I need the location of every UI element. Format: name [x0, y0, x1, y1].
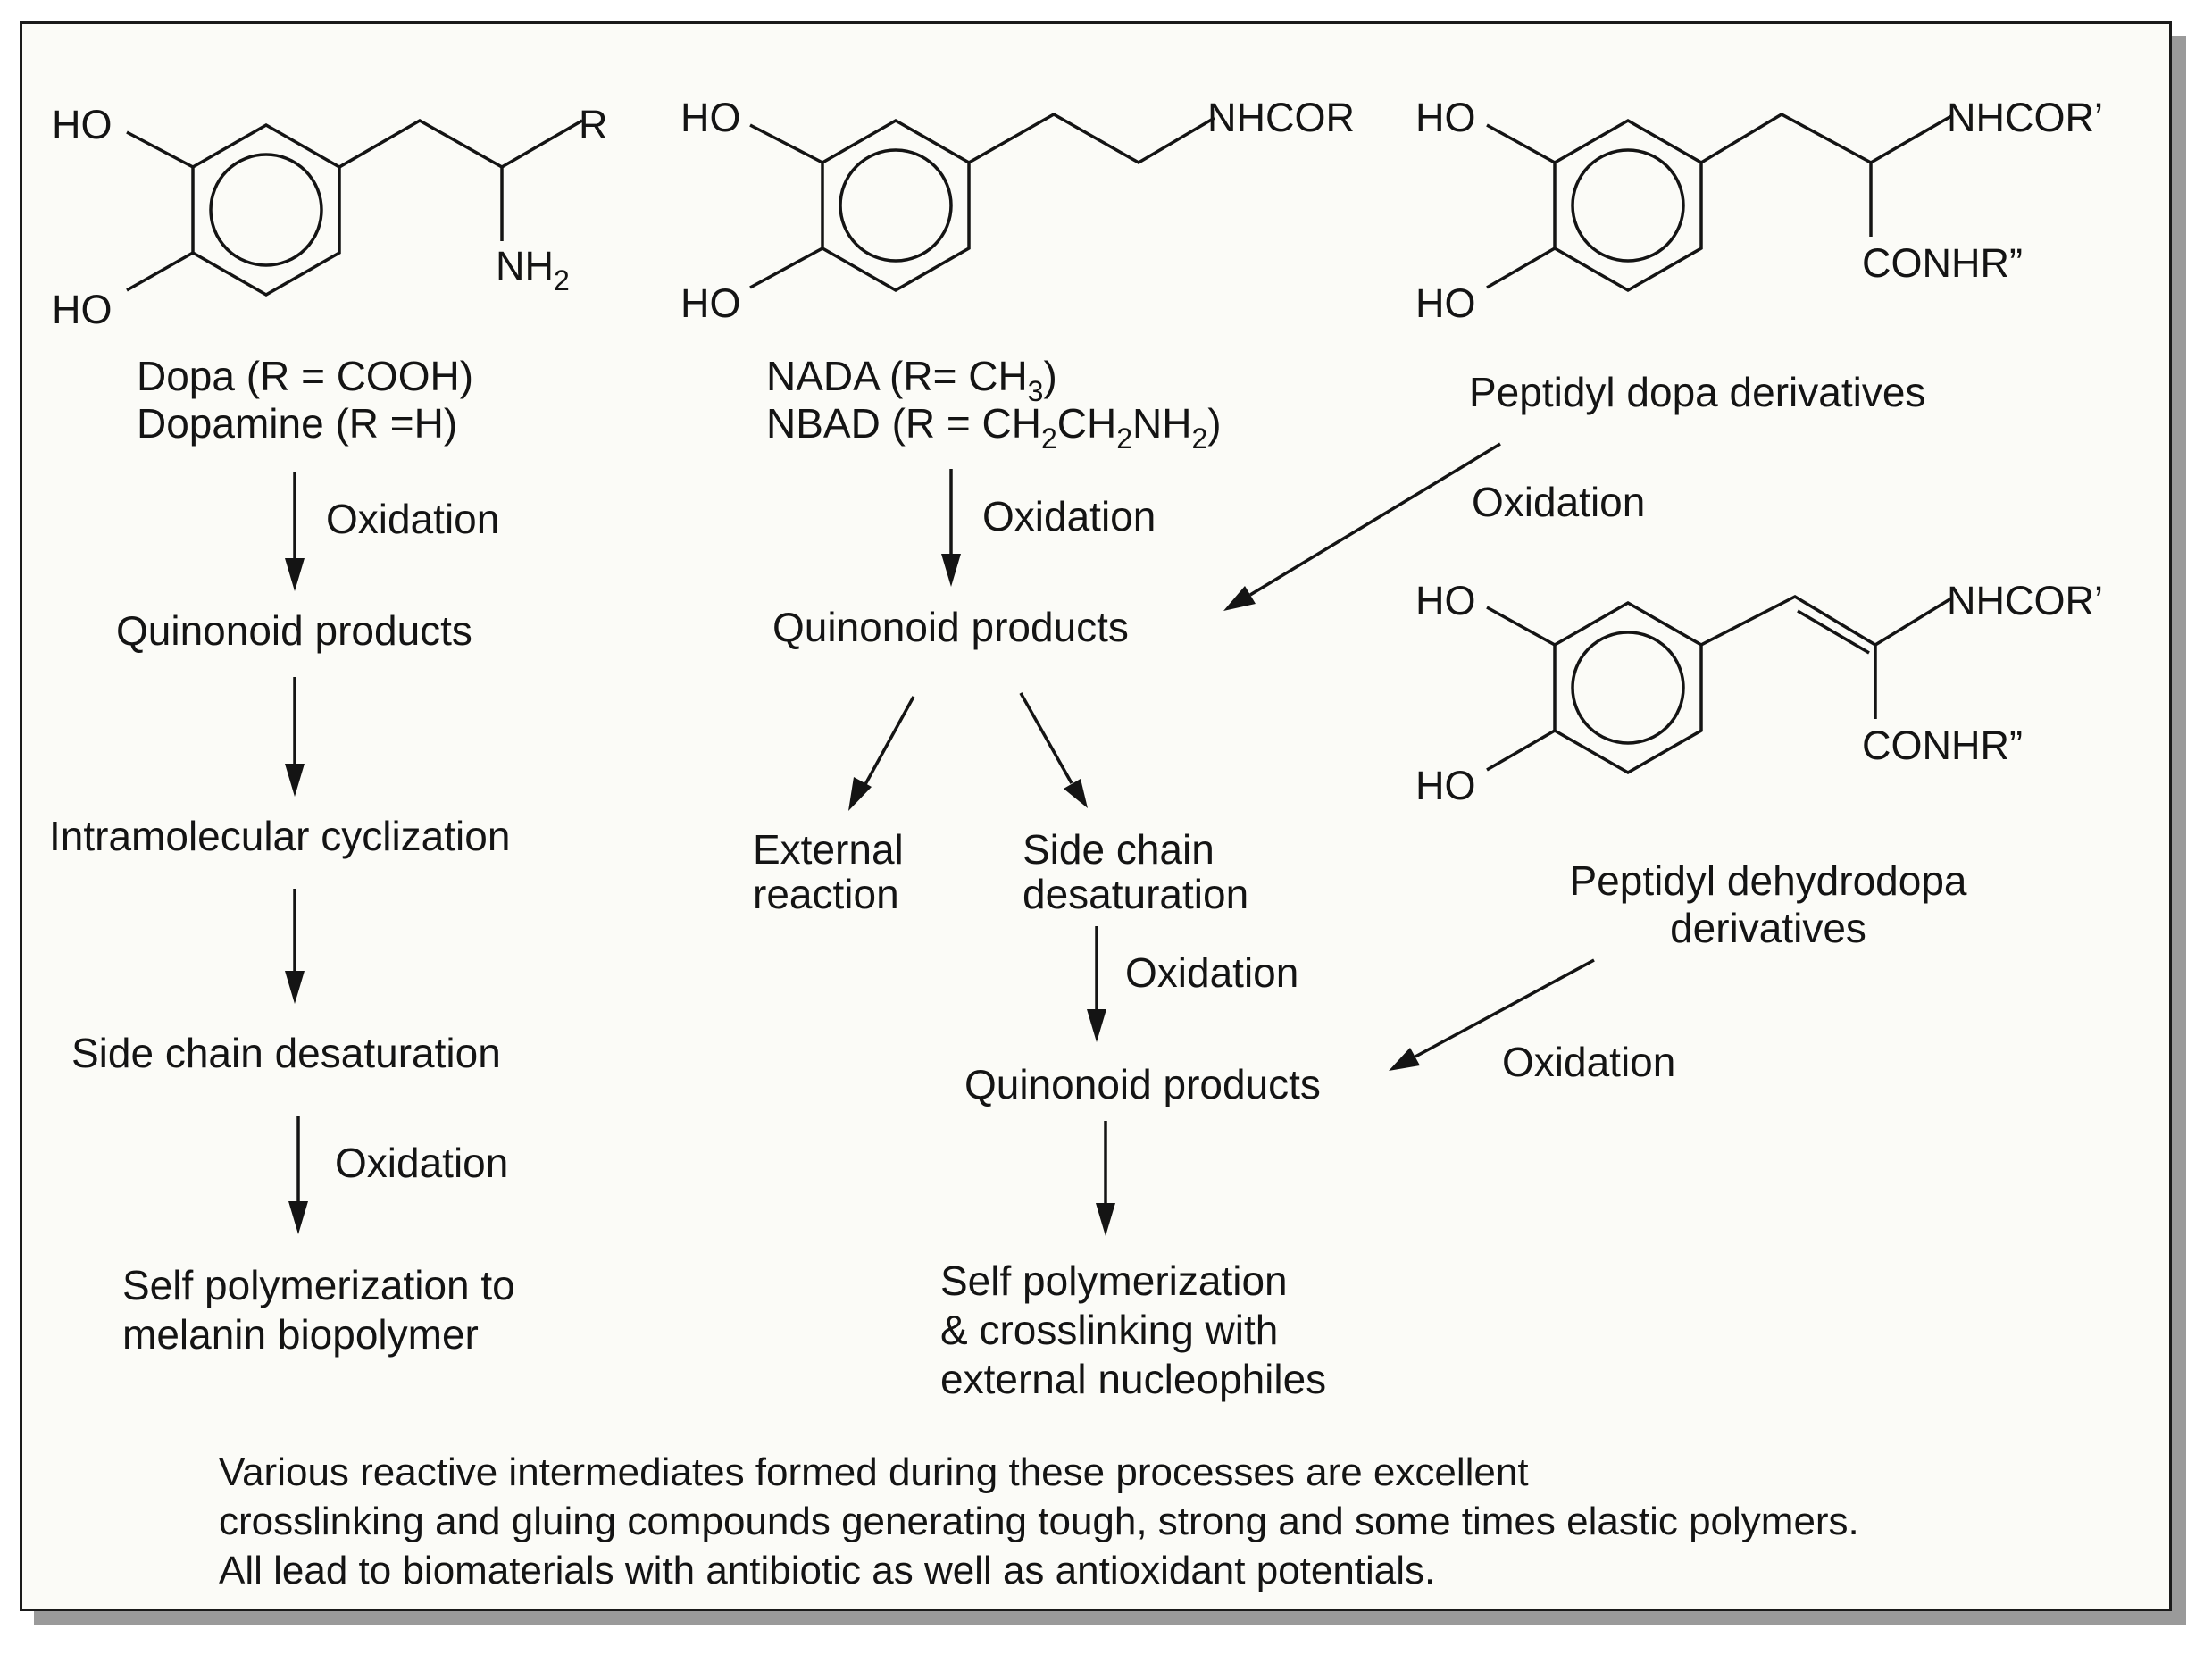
left-desaturation: Side chain desaturation — [71, 1030, 501, 1076]
nada-amide-label: NHCOR — [1207, 95, 1355, 140]
left-product-line2: melanin biopolymer — [122, 1311, 479, 1358]
dopa-name-line2: Dopamine (R =H) — [137, 400, 457, 447]
middle-oxidation-1: Oxidation — [982, 493, 1156, 539]
left-arrowhead-4 — [288, 1201, 308, 1234]
peptidyl-dopa-ho-bottom-label: HO — [1415, 280, 1476, 326]
diagram-frame — [20, 21, 2172, 1611]
left-pathway: Oxidation Quinonoid products Intramolecu… — [49, 472, 515, 1358]
middle-quinonoid-2: Quinonoid products — [964, 1061, 1321, 1107]
middle-oxidation-2: Oxidation — [1125, 949, 1298, 996]
middle-pathway: Oxidation Quinonoid products External re… — [753, 469, 1326, 1402]
right-arrow-1 — [1249, 442, 1501, 597]
left-quinonoid: Quinonoid products — [116, 607, 472, 654]
peptidyl-dehydrodopa-conhr-label: CONHR” — [1862, 723, 2023, 768]
nada-name-line1: NADA (R= CH3) — [766, 353, 1057, 407]
right-pathway: Oxidation Oxidation — [1223, 442, 1675, 1085]
middle-product-line3: external nucleophiles — [940, 1356, 1326, 1402]
left-product-line1: Self polymerization to — [122, 1262, 515, 1308]
peptidyl-dehydrodopa-benzene-ring — [1553, 601, 1703, 774]
right-arrowhead-1 — [1223, 586, 1256, 611]
left-cyclization: Intramolecular cyclization — [49, 813, 510, 859]
middle-external-line2: reaction — [753, 871, 899, 917]
peptidyl-dopa-benzene-ring — [1553, 119, 1703, 292]
footer-line3: All lead to biomaterials with antibiotic… — [219, 1549, 1435, 1592]
middle-arrowhead-1 — [941, 554, 961, 587]
nada-structure: HO HO NHCOR NADA (R= CH3) NBAD (R = CH2C… — [680, 95, 1355, 455]
dopa-ho-top-bond — [126, 130, 194, 169]
dopa-r-label: R — [579, 102, 608, 147]
dopa-ho-bottom-bond — [126, 251, 194, 292]
left-arrowhead-3 — [285, 971, 305, 1004]
middle-arrowhead-3 — [1096, 1203, 1115, 1236]
nada-ho-top-bond — [749, 123, 823, 164]
middle-arrow-side-chain — [1019, 692, 1073, 784]
right-arrowhead-2 — [1389, 1048, 1420, 1071]
middle-arrow-external — [863, 696, 915, 787]
peptidyl-dopa-name: Peptidyl dopa derivatives — [1469, 369, 1925, 415]
peptidyl-dehydrodopa-ho-top-label: HO — [1415, 578, 1476, 623]
middle-arrowhead-external — [848, 777, 872, 811]
peptidyl-dehydrodopa-ho-bottom-bond — [1486, 729, 1556, 772]
peptidyl-dopa-nhcor-label: NHCOR’ — [1947, 95, 2103, 140]
right-arrow-2 — [1415, 958, 1595, 1058]
middle-quinonoid-1: Quinonoid products — [772, 604, 1129, 650]
peptidyl-dopa-ho-top-label: HO — [1415, 95, 1476, 140]
right-oxidation-2: Oxidation — [1502, 1039, 1675, 1085]
left-oxidation-1: Oxidation — [326, 496, 499, 542]
peptidyl-dehydrodopa-side-chain — [1700, 594, 1876, 647]
footer-line1: Various reactive intermediates formed du… — [219, 1450, 1529, 1494]
dopa-ho-bottom-label: HO — [52, 287, 113, 332]
peptidyl-dopa-side-chain — [1700, 112, 1952, 165]
middle-arrowhead-2 — [1087, 1009, 1106, 1042]
peptidyl-dehydrodopa-ho-top-bond — [1486, 606, 1556, 647]
peptidyl-dopa-structure: HO HO NHCOR’ CONHR” Peptidyl dopa deriva… — [1415, 95, 2103, 415]
middle-side-chain-line1: Side chain — [1023, 826, 1215, 873]
dopa-structure: HO HO R NH2 Dopa (R = COOH) Dopamine (R … — [52, 102, 608, 447]
peptidyl-dehydrodopa-nhcor-bond — [1874, 597, 1952, 647]
left-arrowhead-2 — [285, 764, 305, 797]
peptidyl-dehydrodopa-structure: HO HO NHCOR’ CONHR” Peptidyl dehydrodopa… — [1415, 578, 2103, 951]
dopa-ho-top-label: HO — [52, 102, 113, 147]
peptidyl-dehydrodopa-ho-bottom-label: HO — [1415, 763, 1476, 808]
nbad-name-line2: NBAD (R = CH2CH2NH2) — [766, 400, 1222, 455]
dopa-nh2-label: NH2 — [496, 243, 570, 297]
peptidyl-dehydrodopa-double-bond — [1797, 609, 1870, 655]
footer-line2: crosslinking and gluing compounds genera… — [219, 1500, 1859, 1543]
middle-external-line1: External — [753, 826, 904, 873]
peptidyl-dopa-ho-bottom-bond — [1486, 247, 1556, 289]
left-arrowhead-1 — [285, 558, 305, 591]
nada-ho-top-label: HO — [680, 95, 741, 140]
right-oxidation-1: Oxidation — [1472, 479, 1645, 525]
peptidyl-dehydrodopa-name-line2: derivatives — [1670, 905, 1866, 951]
left-oxidation-2: Oxidation — [335, 1140, 508, 1186]
footer-note: Various reactive intermediates formed du… — [219, 1450, 1859, 1592]
dopa-name-line1: Dopa (R = COOH) — [137, 353, 473, 399]
middle-arrowhead-side-chain — [1064, 779, 1088, 808]
dopa-benzene-ring — [191, 123, 341, 297]
dopa-side-chain — [338, 118, 583, 170]
peptidyl-dopa-conhr-label: CONHR” — [1862, 240, 2023, 286]
middle-product-line2: & crosslinking with — [940, 1307, 1278, 1353]
middle-side-chain-line2: desaturation — [1023, 871, 1248, 917]
nada-side-chain — [968, 112, 1215, 165]
peptidyl-dopa-ho-top-bond — [1486, 123, 1556, 164]
peptidyl-dehydrodopa-name-line1: Peptidyl dehydrodopa — [1570, 857, 1967, 904]
nada-ho-bottom-bond — [749, 247, 823, 289]
peptidyl-dehydrodopa-nhcor-label: NHCOR’ — [1947, 578, 2103, 623]
middle-product-line1: Self polymerization — [940, 1258, 1288, 1304]
nada-ho-bottom-label: HO — [680, 280, 741, 326]
nada-benzene-ring — [821, 119, 971, 292]
